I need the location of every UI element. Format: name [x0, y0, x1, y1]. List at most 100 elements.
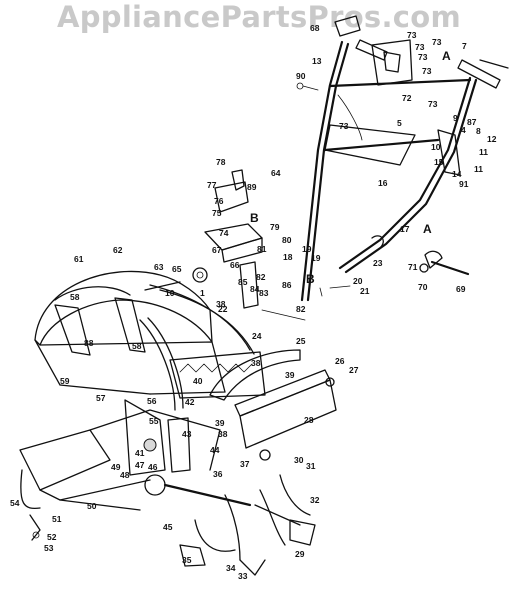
part-callout: 80	[282, 235, 292, 245]
part-callout: 39	[215, 418, 225, 428]
part-callout: 16	[378, 178, 388, 188]
part-callout: 84	[250, 284, 260, 294]
part-callout: 86	[282, 280, 292, 290]
part-callout: 30	[294, 455, 304, 465]
part-callout: 33	[238, 571, 248, 581]
part-callout: 79	[270, 222, 280, 232]
deflector-plates	[209, 349, 337, 449]
part-callout: 44	[210, 445, 220, 455]
part-callout: 40	[193, 376, 203, 386]
part-callout: 69	[456, 284, 466, 294]
part-callout: 65	[172, 264, 182, 274]
part-callout: 51	[52, 514, 62, 524]
part-callout: 7	[462, 41, 467, 51]
part-callout: 78	[216, 157, 226, 167]
part-callout: 52	[47, 532, 57, 542]
part-callout: 48	[120, 470, 130, 480]
part-callout: 36	[213, 469, 223, 479]
part-callout: 37	[240, 459, 250, 469]
part-callout: 70	[418, 282, 428, 292]
part-callout: 50	[87, 501, 97, 511]
part-callout: 74	[219, 228, 229, 238]
part-callout: 64	[271, 168, 281, 178]
part-callout: 87	[467, 117, 477, 127]
part-callout: 56	[147, 396, 157, 406]
part-callout: 83	[259, 288, 269, 298]
part-callout: 85	[238, 277, 248, 287]
part-callout: 8	[476, 126, 481, 136]
part-callout: 25	[296, 336, 306, 346]
part-callout: 34	[226, 563, 236, 573]
part-callout: 55	[149, 416, 159, 426]
part-callout: 73	[339, 121, 349, 131]
part-callout: 71	[408, 262, 418, 272]
part-callout: 19	[311, 253, 321, 263]
part-callout: 5	[397, 118, 402, 128]
part-callout: 66	[230, 260, 240, 270]
part-callout: 21	[360, 286, 370, 296]
part-callout: 62	[113, 245, 123, 255]
part-callout: 45	[163, 522, 173, 532]
part-callout: 73	[428, 99, 438, 109]
part-callout: 88	[84, 338, 94, 348]
tine-hood	[34, 270, 266, 399]
part-callout: 39	[285, 370, 295, 380]
part-callout: 90	[296, 71, 306, 81]
part-callout: 9	[453, 113, 458, 123]
part-callout: 29	[295, 549, 305, 559]
part-callout: 53	[44, 543, 54, 553]
part-callout: 11	[474, 164, 483, 174]
part-callout: 73	[407, 30, 417, 40]
part-callout: 54	[10, 498, 20, 508]
part-callout: 42	[185, 397, 195, 407]
tine-assembly	[179, 449, 316, 576]
part-callout: 38	[216, 299, 226, 309]
part-callout: 41	[135, 448, 145, 458]
part-callout: 75	[212, 208, 222, 218]
part-callout: 32	[310, 495, 320, 505]
part-callout: 4	[461, 125, 466, 135]
part-callout: 17	[400, 224, 410, 234]
part-callout: 77	[207, 180, 217, 190]
part-callout: 81	[257, 244, 267, 254]
part-callout: 12	[487, 134, 497, 144]
part-callout: 22	[218, 304, 228, 314]
part-callout: 35	[182, 555, 192, 565]
part-callout: 46	[148, 462, 158, 472]
part-callout: A	[423, 222, 432, 236]
part-callout: 10	[165, 288, 175, 298]
part-callout: 11	[479, 147, 488, 157]
part-callout: 10	[431, 142, 441, 152]
part-callout: 38	[218, 429, 228, 439]
part-callout: 28	[304, 415, 314, 425]
watermark: AppliancePartsPros.com	[56, 0, 462, 34]
part-callout: 59	[60, 376, 70, 386]
part-callout: 73	[415, 42, 425, 52]
part-callout: 18	[283, 252, 293, 262]
part-callout: A	[442, 49, 451, 63]
part-callout: 38	[251, 358, 261, 368]
part-callout: 31	[306, 461, 316, 471]
part-callout: 63	[154, 262, 164, 272]
part-callout: 20	[353, 276, 363, 286]
part-callout: 15	[434, 157, 444, 167]
part-callout: 14	[452, 169, 462, 179]
handle-assembly	[296, 15, 509, 302]
part-callout: 27	[349, 365, 359, 375]
part-callout: 58	[132, 341, 142, 351]
part-callout: 72	[402, 93, 412, 103]
part-callout: 43	[182, 429, 192, 439]
part-callout: 89	[247, 182, 257, 192]
part-callout: 68	[310, 23, 320, 33]
part-callout: 67	[212, 245, 222, 255]
part-callout: 82	[296, 304, 306, 314]
part-callout: B	[250, 211, 259, 225]
part-callout: 13	[312, 56, 322, 66]
part-callout: 57	[96, 393, 106, 403]
part-callout: 73	[432, 37, 442, 47]
part-callout: 82	[256, 272, 266, 282]
part-callout: 23	[373, 258, 383, 268]
inset-details	[319, 235, 470, 297]
gear-bracket-assembly	[144, 169, 306, 321]
